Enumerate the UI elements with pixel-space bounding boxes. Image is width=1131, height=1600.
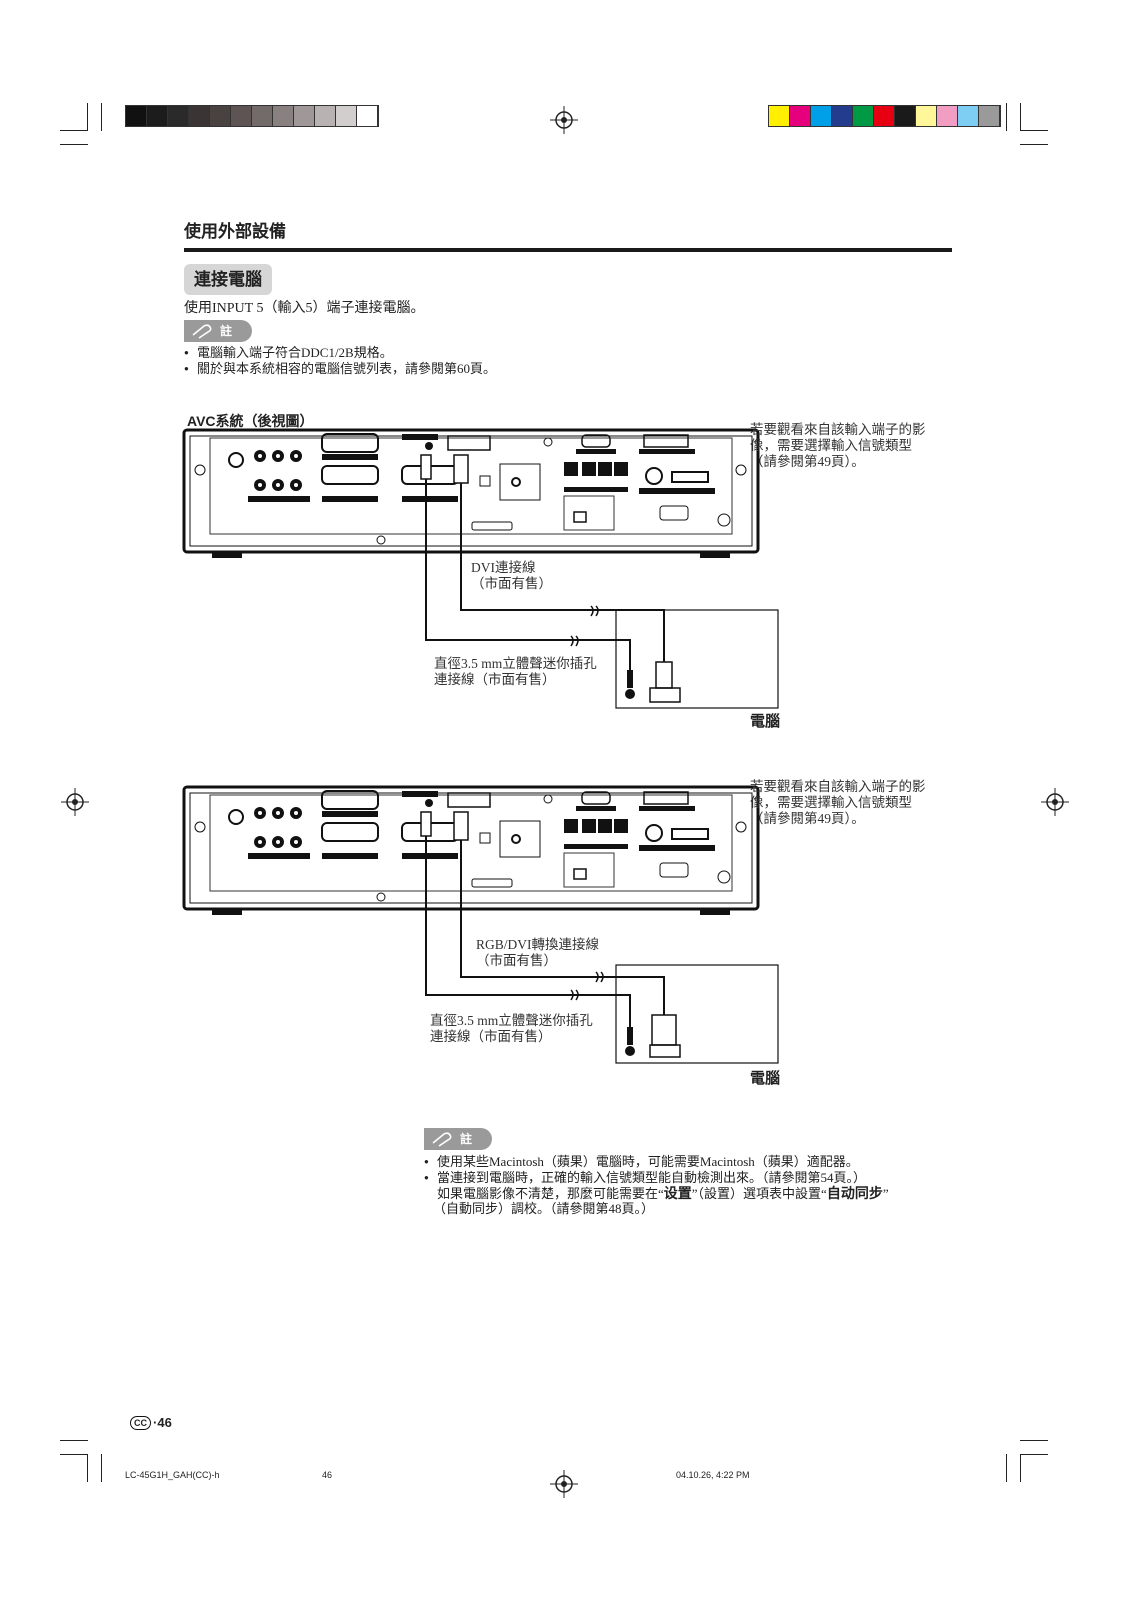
list-item: 使用某些Macintosh（蘋果）電腦時，可能需要Macintosh（蘋果）適配… [424,1154,954,1170]
subsection-title: 連接電腦 [184,264,272,295]
note-continuation: （自動同步）調校。（請參閱第48頁。） [433,1201,655,1216]
cable-label-line: 連接線（市面有售） [434,672,556,687]
note-text: ” [882,1186,889,1201]
cable-label-line: （市面有售） [471,576,552,591]
color-swatch [231,106,252,126]
paperclip-icon [432,1132,452,1147]
note-text: 如果電腦影像不清楚，那麼可能需要在“ [437,1186,664,1201]
color-swatch [210,106,231,126]
color-swatch [769,106,790,126]
footer-date: 04.10.26, 4:22 PM [676,1470,750,1480]
audio-cable-label: 直徑3.5 mm立體聲迷你插孔 連接線（市面有售） [434,656,597,688]
cable-label-line: （市面有售） [476,953,557,968]
note-label: 註 [220,324,233,338]
list-item: 關於與本系統相容的電腦信號列表，請參閱第60頁。 [184,361,784,377]
rgb-dvi-cable-label: RGB/DVI轉換連接線 （市面有售） [476,937,599,969]
audio-cable-label: 直徑3.5 mm立體聲迷你插孔 連接線（市面有售） [430,1013,593,1045]
registration-mark-icon [1041,788,1069,816]
pc-label: 電腦 [750,1070,781,1087]
color-swatch [979,106,1000,126]
cable-label-line: 直徑3.5 mm立體聲迷你插孔 [434,656,597,671]
page-number-text: · [153,1415,158,1430]
note-label: 註 [460,1132,473,1146]
input-type-note: 若要觀看來自該輸入端子的影像，需要選擇輸入信號類型（請參閱第49頁）。 [750,779,926,826]
color-swatch [294,106,315,126]
cable-label-line: DVI連接線 [471,560,536,575]
paperclip-icon [192,324,212,339]
list-item: 電腦輸入端子符合DDC1/2B規格。 [184,345,784,361]
pc-label: 電腦 [750,713,781,730]
note-continuation: 如果電腦影像不清楚，那麼可能需要在“设置”（設置）選項表中設置“自动同步” [437,1185,889,1202]
language-badge: CC [130,1415,151,1430]
page-number: CC ·46 [130,1415,172,1430]
color-swatch [252,106,273,126]
color-swatch [916,106,937,126]
color-swatch [874,106,895,126]
note-tag: 註 [184,320,252,342]
color-swatch [147,106,168,126]
color-swatch [958,106,979,126]
color-swatch [790,106,811,126]
setup-menu-term: 设置 [663,1185,692,1201]
section-title: 使用外部設備 [184,222,286,241]
color-swatch [273,106,294,126]
connection-diagram-dvi: 若要觀看來自該輸入端子的影像，需要選擇輸入信號類型（請參閱第49頁）。 DVI連… [182,422,964,740]
page-number-value: 46 [157,1415,172,1430]
color-swatch [811,106,832,126]
color-swatch [126,106,147,126]
auto-sync-term: 自动同步 [826,1185,883,1201]
note-list: 電腦輸入端子符合DDC1/2B規格。 關於與本系統相容的電腦信號列表，請參閱第6… [184,345,784,377]
color-swatch [336,106,357,126]
connection-diagram-rgb-dvi: 若要觀看來自該輸入端子的影像，需要選擇輸入信號類型（請參閱第49頁）。 RGB/… [182,779,964,1097]
diagram-title: AVC系統（後視圖） [187,413,314,429]
footer-page: 46 [322,1470,333,1480]
color-swatch [357,106,378,126]
color-swatch [937,106,958,126]
registration-mark-icon [61,788,89,816]
registration-mark-icon [550,106,578,134]
intro-text: 使用INPUT 5（輸入5）端子連接電腦。 [184,301,425,316]
cable-label-line: 直徑3.5 mm立體聲迷你插孔 [430,1013,593,1028]
color-swatch [315,106,336,126]
footer-filename: LC-45G1H_GAH(CC)-h [125,1470,220,1480]
grayscale-registration-bar [125,105,379,127]
cable-label-line: RGB/DVI轉換連接線 [476,937,600,952]
dvi-cable-label: DVI連接線 （市面有售） [471,560,552,592]
color-swatch [895,106,916,126]
color-swatch [853,106,874,126]
avc-rear-panel [182,428,779,709]
color-registration-bar [768,105,1001,127]
color-swatch [168,106,189,126]
color-swatch [189,106,210,126]
input-type-note: 若要觀看來自該輸入端子的影像，需要選擇輸入信號類型（請參閱第49頁）。 [750,422,926,469]
note-list: 使用某些Macintosh（蘋果）電腦時，可能需要Macintosh（蘋果）適配… [424,1154,954,1186]
cable-label-line: 連接線（市面有售） [430,1029,552,1044]
section-divider [184,248,952,252]
registration-mark-icon [550,1470,578,1498]
list-item: 當連接到電腦時，正確的輸入信號類型能自動檢測出來。（請參閱第54頁。） [424,1170,954,1186]
avc-rear-panel [182,785,779,1064]
note-text: ”（設置）選項表中設置“ [691,1186,827,1201]
note-tag: 註 [424,1128,492,1150]
color-swatch [832,106,853,126]
